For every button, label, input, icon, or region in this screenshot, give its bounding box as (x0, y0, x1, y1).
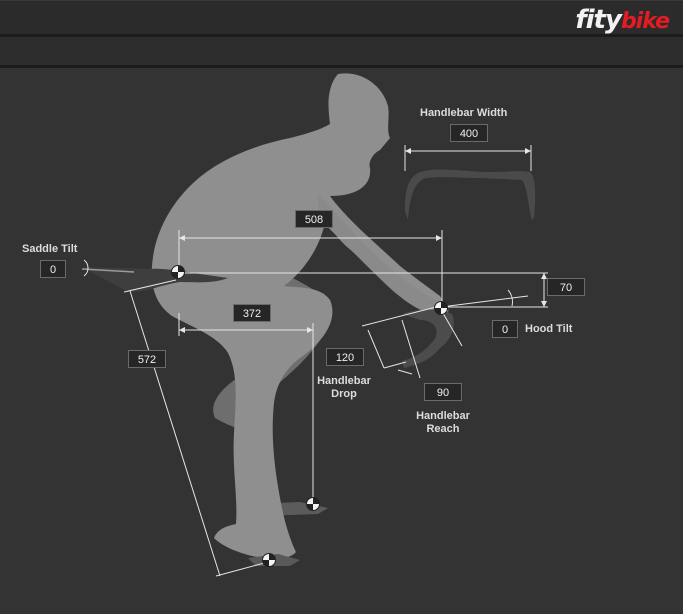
top-bar: fity bike (0, 0, 683, 37)
fitybike-logo: fity bike (575, 5, 670, 35)
measure-point-icon (434, 301, 448, 315)
handlebar-reach-label: Handlebar Reach (413, 410, 473, 436)
saddle-to-bar-value[interactable]: 508 (295, 210, 333, 228)
hood-tilt-label: Hood Tilt (525, 323, 573, 335)
logo-accent-text: bike (620, 9, 670, 34)
measure-point-icon (171, 265, 185, 279)
rider-figure (81, 73, 548, 577)
toolbar (0, 37, 683, 68)
handlebar-width-label: Handlebar Width (420, 107, 508, 119)
handlebar-drop-value[interactable]: 120 (326, 348, 364, 366)
handlebar-width-value[interactable]: 400 (450, 124, 488, 142)
measure-point-icon (262, 553, 276, 567)
dropbar-side (402, 309, 454, 368)
handlebar-icon (405, 169, 536, 220)
saddle-tilt-label: Saddle Tilt (22, 243, 78, 255)
saddle-setback-value[interactable]: 372 (233, 304, 271, 322)
hood-tilt-value[interactable]: 0 (492, 320, 518, 338)
handlebar-reach-label-line2: Reach (426, 423, 460, 435)
arrow-heads (179, 148, 547, 333)
saddle-bar-drop-value[interactable]: 70 (547, 278, 585, 296)
logo-main-text: fity (575, 5, 622, 35)
saddle-tilt-value[interactable]: 0 (40, 260, 66, 278)
handlebar-drop-label-line1: Handlebar (317, 375, 371, 387)
handlebar-drop-label: Handlebar Drop (315, 375, 373, 401)
bike-fit-diagram: Handlebar Width 400 508 Saddle Tilt 0 70… (0, 68, 683, 614)
handlebar-reach-label-line1: Handlebar (416, 410, 470, 422)
handlebar-reach-value[interactable]: 90 (424, 383, 462, 401)
measure-point-icon (306, 497, 320, 511)
handlebar-drop-label-line2: Drop (331, 388, 357, 400)
rider-body (151, 73, 447, 559)
saddle-height-value[interactable]: 572 (128, 350, 166, 368)
